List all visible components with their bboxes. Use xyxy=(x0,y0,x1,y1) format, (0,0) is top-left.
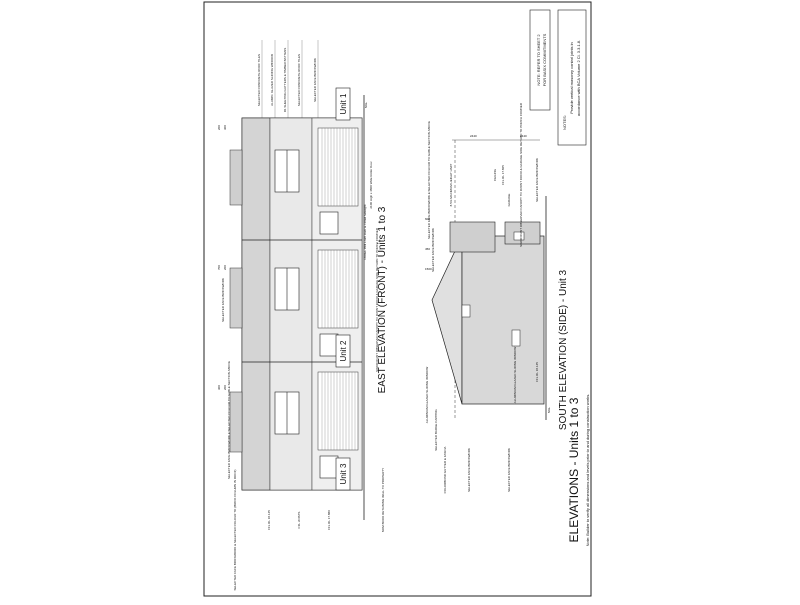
east-garage-slats xyxy=(321,128,356,450)
svg-text:200: 200 xyxy=(223,385,227,390)
east-top-callout-leaders xyxy=(261,40,319,118)
callout-roof-tiles: SELECTED CONCRETE ROOF TILES xyxy=(257,54,261,106)
svg-text:700: 700 xyxy=(217,265,221,270)
sheet-note-line-2: FOR BASIX COMMITMENTS xyxy=(542,33,547,86)
south-callout-6: SELECTED FACE BRICKWORK xyxy=(467,448,471,492)
height-limit-label: 8.5m MAXIMUM HEIGHT LIMIT xyxy=(449,164,453,207)
callout-roof-tiles-2: SELECTED CONCRETE ROOF TILES xyxy=(297,54,301,106)
south-callout-3: ALUMINIUM GLAZED SLIDING WINDOW xyxy=(513,347,517,404)
south-dim-4: 450 xyxy=(425,247,430,251)
callout-gutters: R1 SHEETING GUTTERS & TIMBER BATTENS xyxy=(283,48,287,113)
sheet-border xyxy=(203,1,592,597)
callout-brick-bottom-1: SELECTED FACE BRICKWORK xyxy=(221,278,225,322)
east-front-doors xyxy=(319,211,339,479)
unit-3-label: Unit 3 xyxy=(339,463,348,484)
sheet-title-note: Note: Builder to verify all dimensions a… xyxy=(585,394,590,547)
svg-text:300: 300 xyxy=(223,125,227,130)
south-callout-4: SELECTED BARGE CAPPING xyxy=(434,409,438,451)
south-callout-5: COLORBOND GUTTER & FASCIA xyxy=(443,447,447,494)
east-upper-windows xyxy=(274,149,300,435)
south-callout-2: ALUMINIUM GLAZED SLIDING WINDOW xyxy=(425,367,429,424)
south-level-3: CEILING xyxy=(493,168,497,181)
south-dim-3: 600 xyxy=(425,217,430,221)
east-gables xyxy=(229,149,243,453)
east-elevation-title: EAST ELEVATION (FRONT) - Units 1 to 3 xyxy=(377,206,388,393)
sheet-title: ELEVATIONS - Units 1 to 3 xyxy=(567,397,581,542)
south-dim-2: 2440 xyxy=(520,134,527,138)
east-roof-band xyxy=(241,117,271,491)
bca-notes-line-1: Provide vertical masonry control joints … xyxy=(569,42,574,114)
bca-notes-heading: NOTES: xyxy=(562,115,567,130)
south-stepped-top xyxy=(449,221,496,253)
note-roller-door: 2100 High x 4800 Wide Roller Door xyxy=(369,161,373,208)
unit-1-label: Unit 1 xyxy=(339,93,348,114)
note-front-door: PANEL Infill Front Door & Tinted Sidelig… xyxy=(363,204,367,259)
svg-text:200: 200 xyxy=(223,265,227,270)
south-level-4: FFL RL 18.145 xyxy=(535,362,539,382)
sheet-note-line-1: NOTE: REFER TO SHEET 2 xyxy=(536,34,541,86)
south-elevation: 8.5m MAXIMUM HEIGHT LIMIT 2440 2440 600 … xyxy=(425,102,569,493)
callout-face-brick: SELECTED FACE BRICKWORK xyxy=(313,58,317,102)
south-dim-5: 1500 xyxy=(425,267,432,271)
south-top-note-1: SELECTED FACE BRICKWORK & SELECTED COLOU… xyxy=(427,121,431,239)
south-level-1: FFL RL 17.865 xyxy=(501,165,505,185)
unit-2-label: Unit 2 xyxy=(339,340,348,361)
east-elevation: Unit 1 Unit 2 Unit 3 EAST ELEVATION (FRO… xyxy=(217,40,388,591)
south-window-top xyxy=(513,231,525,241)
south-callout-7: SELECTED FACE BRICKWORK xyxy=(507,448,511,492)
bca-notes-box: NOTES: Provide vertical masonry control … xyxy=(557,9,587,146)
bca-notes-line-2: accordance with BCA Volume 2 Cl. 3.3.1.8… xyxy=(576,40,581,116)
svg-text:300: 300 xyxy=(217,385,221,390)
level-ffl-1: FFL RL 18.145 xyxy=(267,510,271,530)
svg-text:200: 200 xyxy=(217,125,221,130)
east-garage-doors xyxy=(317,127,359,451)
level-cfl: CFL JOISTS xyxy=(297,512,301,529)
south-gable-roof xyxy=(431,235,463,405)
callout-sliding-window: ALUMIN. GLAZED SLIDING WINDOW xyxy=(270,54,274,106)
note-retaining-wall: NOM BOOK RETAINING WALL TO PROPERTY xyxy=(381,468,385,532)
south-level-5: NGL xyxy=(547,407,551,414)
east-dimension-marks: 200 300 700 200 300 200 xyxy=(217,125,227,390)
south-window-lower xyxy=(511,329,521,347)
note-canopy: SIGNIFICANT OBSERVED CANOPY TO FRONT DOO… xyxy=(375,227,379,372)
east-unit-labels: Unit 1 Unit 2 Unit 3 xyxy=(335,87,351,491)
south-main-wall xyxy=(461,235,545,405)
south-callout-1: SELECTED FACE BRICKWORK xyxy=(431,228,435,272)
level-ngl: NGL xyxy=(364,102,368,109)
south-level-2: GARAGE xyxy=(507,194,511,207)
level-ffl-2: FFL RL 17.880 xyxy=(327,510,331,530)
south-top-note-3: SELECTED FACE BRICKWORK xyxy=(535,158,539,202)
south-window-upper xyxy=(461,304,471,318)
sheet-note-box: NOTE: REFER TO SHEET 2 FOR BASIX COMMITM… xyxy=(529,9,551,111)
south-top-note-2: SIGNIFICANT OBSERVED CANOPY TO FRONT DOO… xyxy=(519,102,523,247)
callout-brick-bottom-3: SELECTED FACE BRICKWORK & SELECTED COLOU… xyxy=(233,469,237,590)
south-dim-1: 2440 xyxy=(470,134,477,138)
callout-brick-bottom-2: SELECTED FACE BRICKWORK & SELECTED COLOU… xyxy=(227,361,231,479)
south-elevation-title: SOUTH ELEVATION (SIDE) - Unit 3 xyxy=(558,269,569,430)
